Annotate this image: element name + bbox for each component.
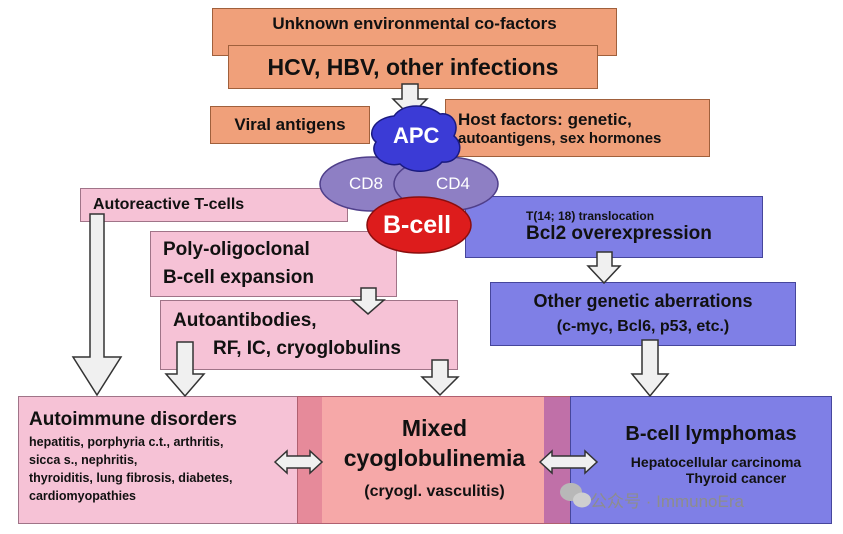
autoimmune-item: sicca s., nephritis, (29, 453, 138, 467)
viral-antigens-label: Viral antigens (234, 115, 346, 134)
autoantibodies-line2: RF, IC, cryoglobulins (213, 338, 401, 359)
viral-antigens-box: Viral antigens (210, 106, 370, 144)
bcl2-label: Bcl2 overexpression (526, 223, 712, 244)
host-factors-box: Host factors: genetic, autoantigens, sex… (445, 99, 710, 157)
mixed-title-line2: cyoglobulinemia (343, 445, 526, 471)
autoreactive-tcells-box: Autoreactive T-cells (80, 188, 348, 222)
b-cell-label: B-cell (383, 211, 452, 239)
cd8-label: CD8 (349, 174, 384, 193)
autoimmune-title: Autoimmune disorders (29, 409, 237, 430)
apc-label: APC (393, 123, 440, 148)
mixed-cryoglobulinemia-box: Mixed cyoglobulinemia (cryogl. vasculiti… (297, 396, 572, 524)
genetic-aberrations-box: Other genetic aberrations (c-myc, Bcl6, … (490, 282, 796, 346)
lymphoma-item: Hepatocellular carcinoma (630, 454, 802, 470)
arrow-down-icon (630, 339, 670, 398)
infections-label: HCV, HBV, other infections (267, 53, 559, 80)
genetic-aberrations-line2: (c-myc, Bcl6, p53, etc.) (556, 318, 730, 335)
poly-oligoclonal-box: Poly-oligoclonal B-cell expansion (150, 231, 397, 297)
host-factors-line2: autoantigens, sex hormones (458, 129, 662, 147)
infections-box: HCV, HBV, other infections (228, 45, 598, 89)
poly-oligoclonal-line2: B-cell expansion (163, 267, 314, 288)
genetic-aberrations-line1: Other genetic aberrations (533, 291, 753, 311)
host-factors-line1: Host factors: genetic, (458, 109, 632, 129)
mixed-title-line1: Mixed (401, 415, 468, 441)
cd4-label: CD4 (436, 174, 471, 193)
bcl2-box: T(14; 18) translocation Bcl2 overexpress… (465, 196, 763, 258)
autoreactive-tcells-label: Autoreactive T-cells (93, 196, 245, 213)
poly-oligoclonal-line1: Poly-oligoclonal (163, 239, 310, 260)
lymphoma-box: B-cell lymphomas Hepatocellular carcinom… (570, 396, 832, 524)
autoimmune-box: Autoimmune disorders hepatitis, porphyri… (18, 396, 318, 524)
watermark: 公众号 · ImmunoEra (590, 492, 744, 511)
autoantibodies-box: Autoantibodies, RF, IC, cryoglobulins (160, 300, 458, 370)
mixed-subtitle: (cryogl. vasculitis) (364, 483, 505, 500)
env-cofactors-label: Unknown environmental co-factors (272, 14, 557, 33)
autoantibodies-line1: Autoantibodies, (173, 310, 317, 331)
autoimmune-item: cardiomyopathies (29, 489, 136, 503)
translocation-label: T(14; 18) translocation (526, 209, 655, 223)
lymphoma-item: Thyroid cancer (685, 470, 787, 486)
arrow-down-long-icon (71, 213, 123, 397)
autoimmune-item: hepatitis, porphyria c.t., arthritis, (29, 435, 224, 449)
lymphoma-title: B-cell lymphomas (625, 423, 797, 445)
autoimmune-item: thyroiditis, lung fibrosis, diabetes, (29, 471, 233, 485)
